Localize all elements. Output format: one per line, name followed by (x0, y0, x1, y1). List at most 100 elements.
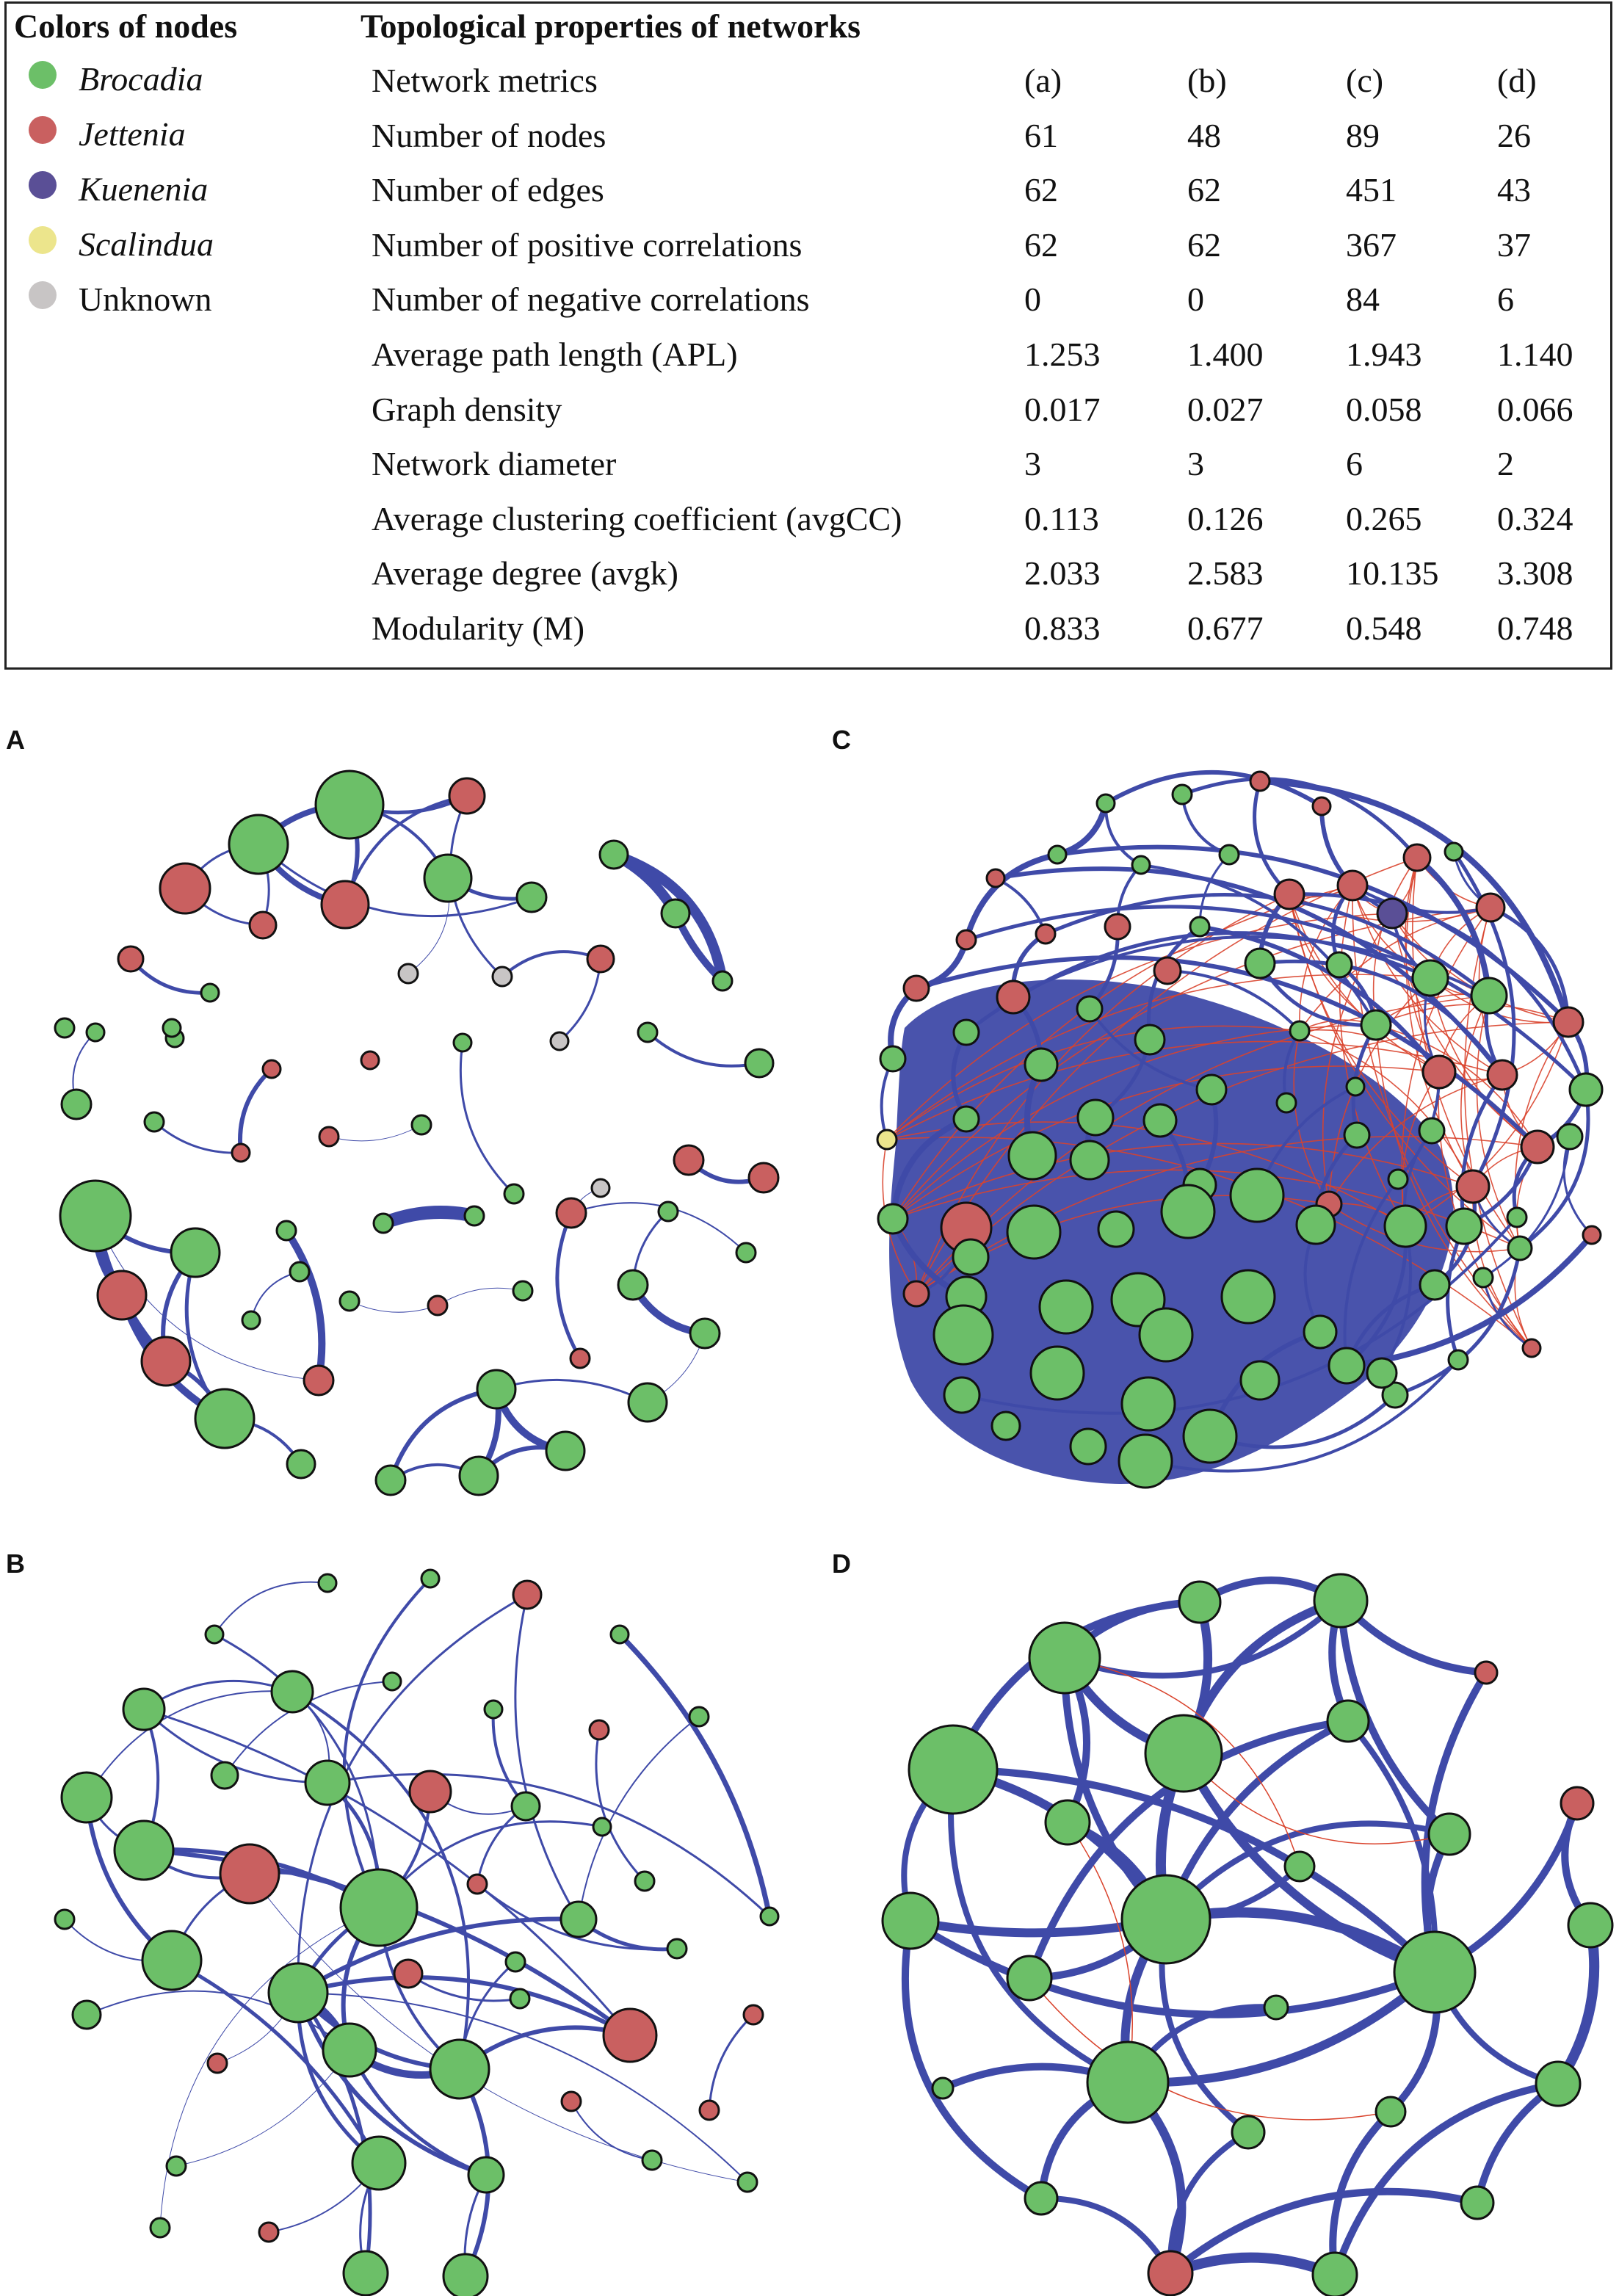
table-value-cell: 89 (1346, 116, 1380, 154)
positive-edge (349, 1300, 438, 1313)
network-node (590, 1178, 611, 1198)
network-node (122, 1687, 166, 1731)
positive-edge (297, 1992, 748, 2183)
network-node (458, 1455, 499, 1496)
positive-edge (377, 1206, 481, 1230)
network-node (1560, 1786, 1595, 1821)
table-value-cell: 61 (1024, 116, 1058, 154)
table-value-cell: 0.126 (1187, 499, 1264, 537)
positive-edge (1104, 802, 1142, 866)
network-node (1249, 770, 1271, 792)
network-node (270, 1670, 314, 1714)
table-value-cell: 62 (1187, 171, 1221, 209)
network-node (1360, 1009, 1392, 1041)
network-node (170, 1227, 221, 1278)
network-node (1218, 844, 1240, 866)
network-node (1460, 2185, 1495, 2220)
network-node (467, 2156, 505, 2194)
network-node (1289, 1020, 1311, 1042)
table-value-cell: 2.033 (1024, 554, 1101, 593)
network-node (1366, 1357, 1398, 1389)
positive-edge (153, 1120, 242, 1154)
network-node (1520, 1129, 1555, 1165)
positive-edge (555, 1211, 582, 1361)
positive-edge (1144, 1358, 1460, 1473)
network-node (423, 853, 473, 903)
network-node (1239, 1360, 1281, 1401)
positive-edge (459, 1041, 515, 1195)
network-node (71, 1999, 102, 2030)
network-node (711, 970, 734, 992)
network-node (452, 1032, 473, 1053)
table-value-cell: 0.017 (1024, 390, 1101, 428)
legend-swatch-kuenenia (29, 171, 57, 199)
network-node (545, 1430, 586, 1471)
network-node (598, 839, 629, 870)
network-node (1345, 1076, 1366, 1097)
positive-edge (495, 1378, 649, 1404)
network-node (342, 2250, 389, 2296)
network-node (931, 2076, 955, 2100)
network-node (1283, 1850, 1316, 1883)
positive-edge (1167, 2187, 1481, 2277)
positive-edge (1140, 863, 1377, 1026)
network-node (231, 1142, 251, 1163)
network-node (952, 1105, 980, 1133)
network-node (204, 1624, 225, 1645)
network-node (1220, 1269, 1276, 1325)
network-node (1387, 1168, 1409, 1190)
positive-edge (1062, 1598, 1344, 1679)
positive-edge (238, 1067, 274, 1155)
network-node (149, 2217, 171, 2239)
network-node (143, 1111, 165, 1133)
edges-d (901, 1576, 1600, 2280)
network-node (1086, 2040, 1170, 2124)
network-node (1552, 1006, 1584, 1038)
network-node (996, 979, 1031, 1015)
network-node (427, 1294, 449, 1317)
network-node (876, 1129, 898, 1151)
network-node (1076, 995, 1104, 1023)
positive-edge (617, 1632, 772, 1919)
network-node (228, 814, 289, 875)
positive-edge (708, 2013, 755, 2112)
network-node (54, 1017, 76, 1039)
network-node (317, 1573, 338, 1593)
network-node (429, 2038, 490, 2100)
positive-edge (1329, 2108, 1394, 2278)
network-node (1313, 1573, 1369, 1629)
network-node (1328, 1347, 1366, 1385)
positive-edge (1488, 905, 1571, 1024)
table-value-cell: 3 (1024, 445, 1041, 483)
network-node (1343, 1121, 1371, 1149)
positive-edge (249, 1873, 748, 2183)
negative-edge (886, 913, 1393, 1140)
network-node (258, 2221, 280, 2243)
network-node (1421, 1054, 1457, 1090)
table-value-cell: 37 (1497, 225, 1531, 264)
network-node (1131, 855, 1151, 875)
network-node (1147, 2250, 1194, 2296)
table-value-cell: 62 (1024, 171, 1058, 209)
network-node (338, 1290, 361, 1312)
network-node (1076, 1098, 1115, 1137)
network-node (549, 1031, 570, 1051)
network-node (304, 1759, 351, 1806)
network-node (569, 1347, 591, 1369)
network-node (515, 881, 548, 913)
positive-edge (437, 1287, 524, 1306)
positive-edge (142, 1708, 631, 2037)
network-node (85, 1022, 106, 1043)
table-value-cell: 0.324 (1497, 499, 1573, 537)
network-node (60, 1771, 113, 1824)
network-node (1069, 1427, 1107, 1466)
table-value-cell: 0.265 (1346, 499, 1422, 537)
network-node (1472, 1267, 1494, 1289)
table-metric-label: Modularity (M) (372, 609, 585, 647)
network-node (586, 944, 615, 974)
network-node (60, 1088, 93, 1120)
network-node (1326, 1699, 1370, 1743)
positive-edge (578, 1716, 700, 1920)
